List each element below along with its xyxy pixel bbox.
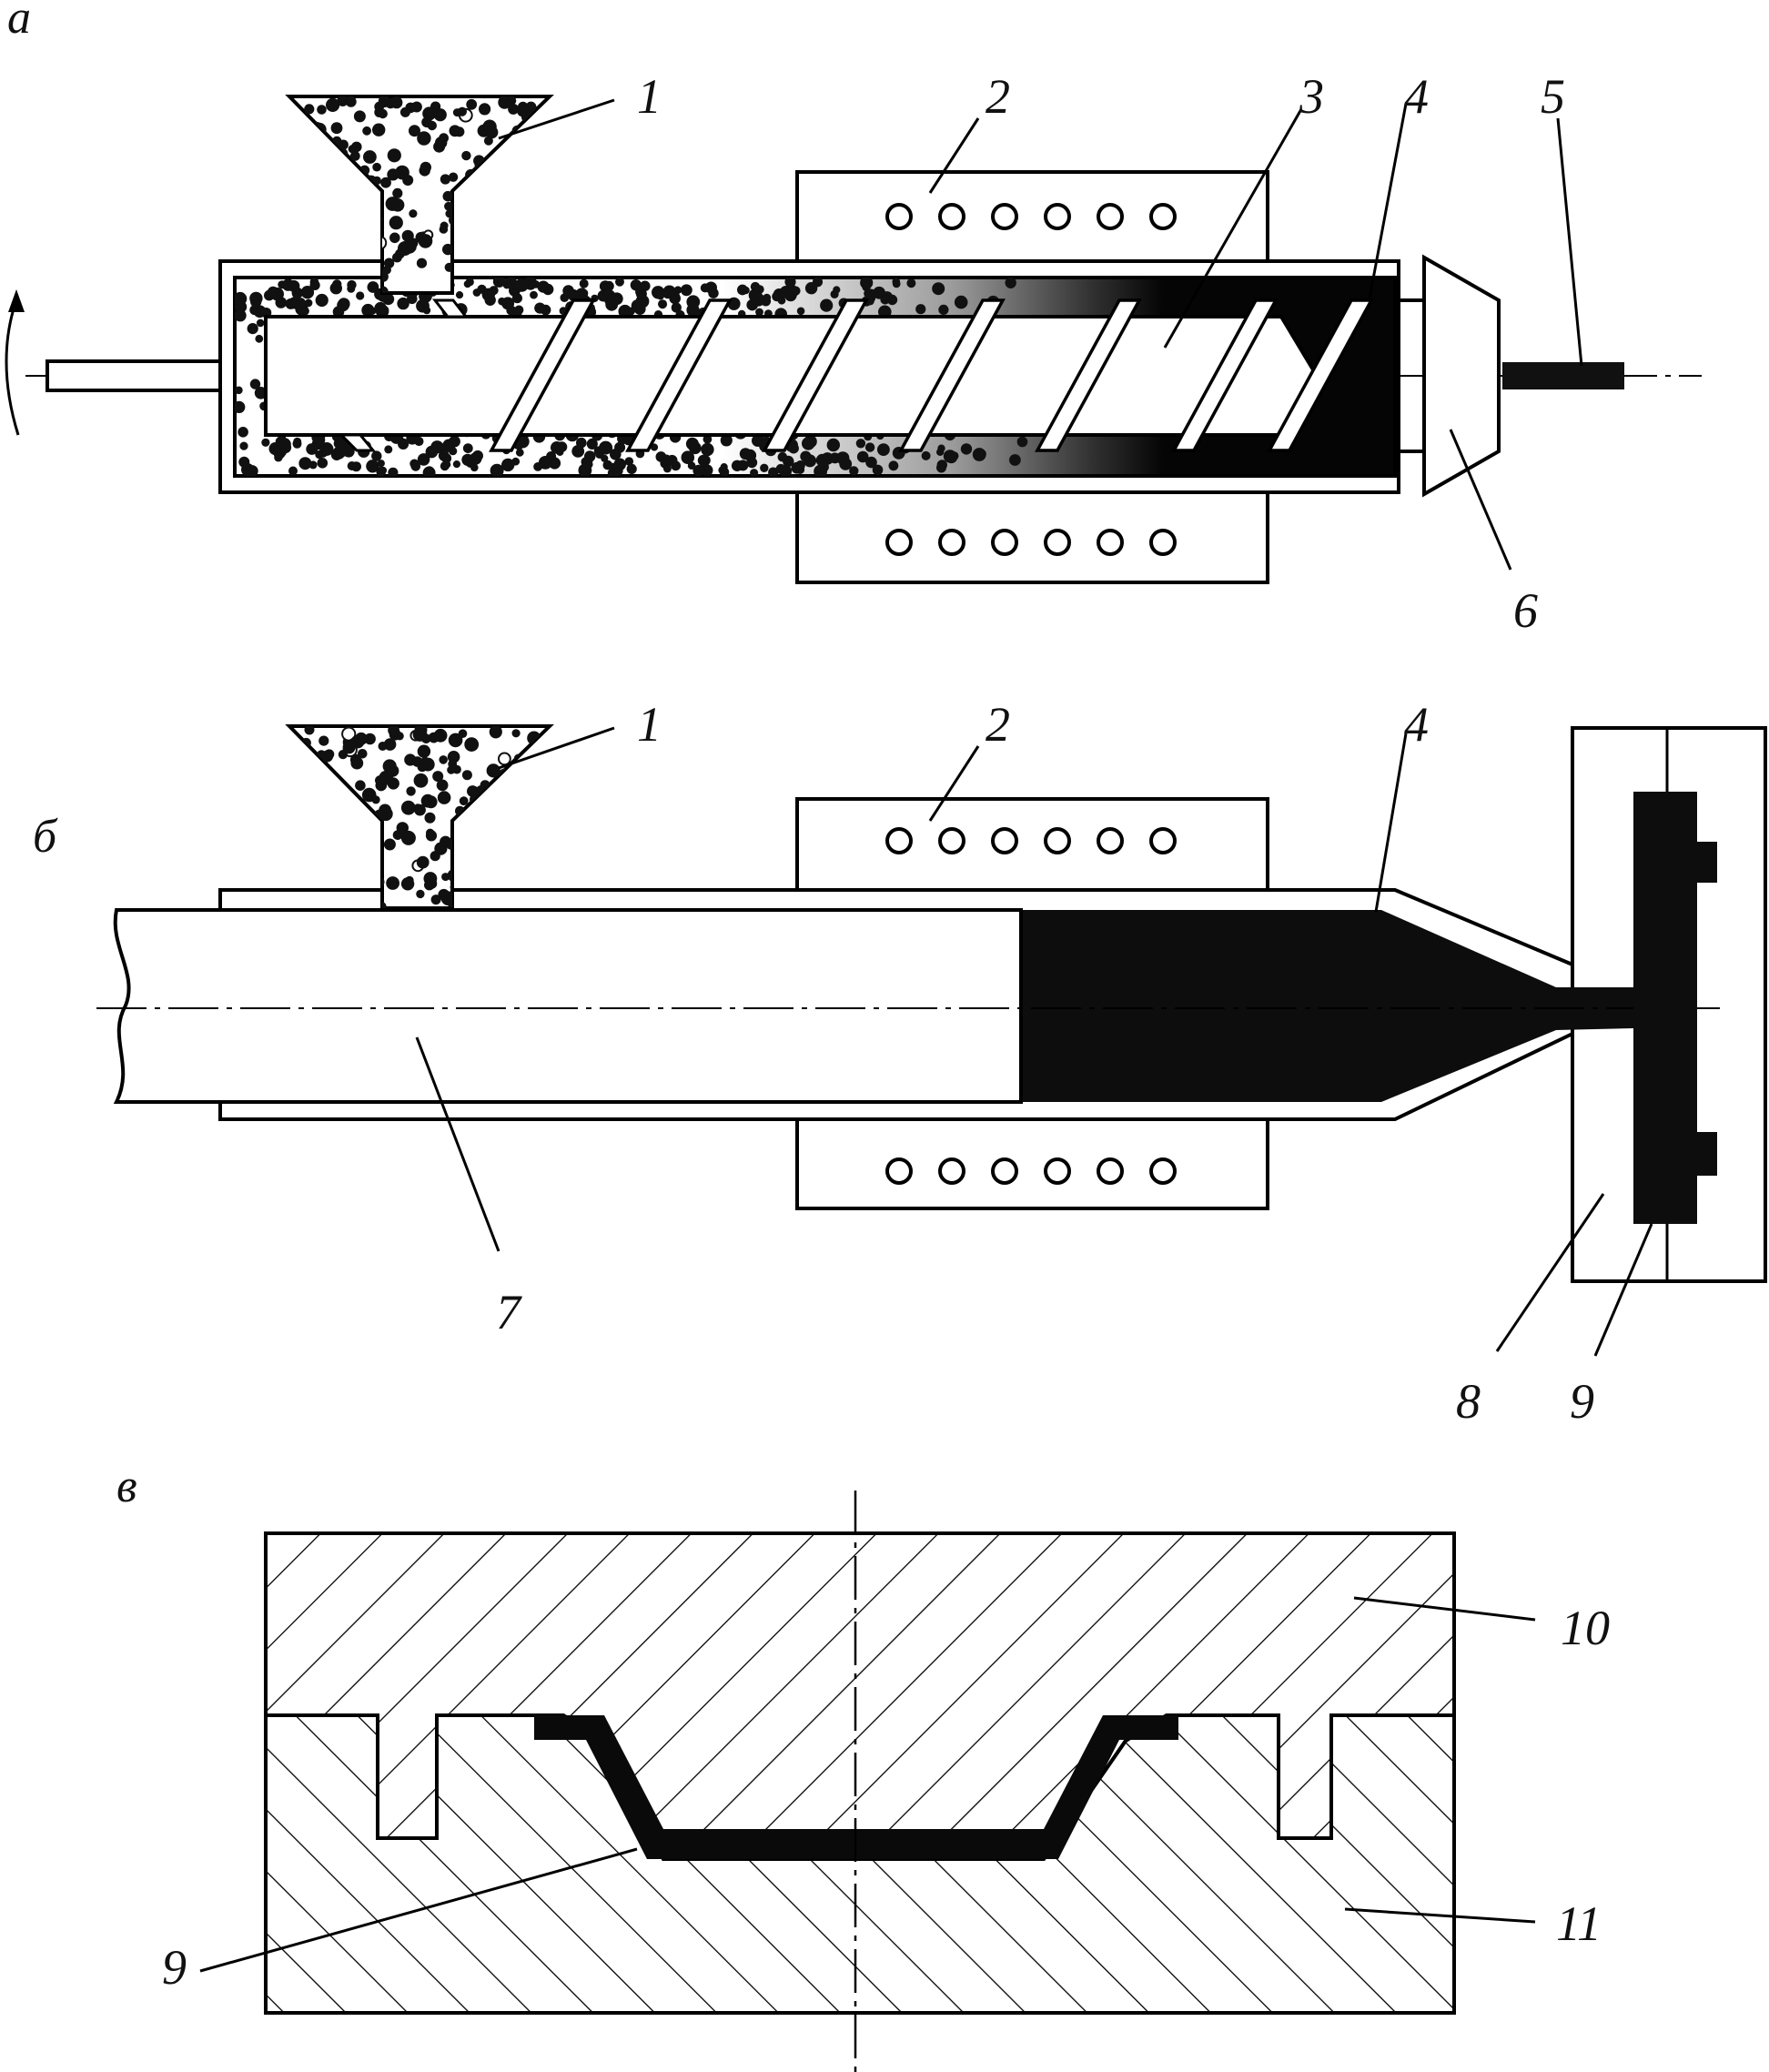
callouts-b: 1 2 4 7 8 9 [496,697,1594,1429]
callout-a-6: 6 [1513,583,1538,638]
callout-b-9: 9 [1570,1374,1594,1429]
screw-flight [762,298,869,452]
callout-b-4: 4 [1404,697,1429,752]
screw-flight [898,298,1006,452]
panel-a-label: а [7,0,31,44]
heater-top-a [795,170,1269,263]
heater-coil [1044,1157,1071,1185]
heater-coil [938,1157,965,1185]
heater-bottom-a [795,490,1269,584]
callout-c-10: 10 [1561,1601,1610,1655]
heater-coil [1044,827,1071,854]
heater-coil [991,827,1018,854]
heater-coil [1097,827,1124,854]
screw-flight [489,298,596,452]
heater-coil [938,529,965,556]
heater-top-b [795,797,1269,892]
molded-part [1633,792,1717,1224]
panel-a-screw-plasticizing: а [5,0,1702,638]
heater-coil [1097,1157,1124,1185]
panel-c-mold-section: в 10 11 9 [116,1461,1610,2072]
leader-lines-a [498,98,1583,571]
callout-a-3: 3 [1299,69,1324,124]
screw-flight [625,298,733,452]
callout-c-11: 11 [1556,1896,1602,1951]
leader-lines-b [415,726,1653,1357]
leader-lines-c [199,1596,1536,1973]
heater-coil [991,529,1018,556]
heater-coil [885,1157,913,1185]
heater-coil [1044,529,1071,556]
heater-coil [885,203,913,230]
panel-b-label: б [33,811,58,863]
screw-flight [1171,298,1279,452]
callout-c-9: 9 [162,1940,187,1995]
callout-b-8: 8 [1456,1374,1481,1429]
callouts-a: 1 2 3 4 5 6 [637,69,1565,638]
heater-coil [1149,529,1177,556]
callout-b-2: 2 [986,697,1010,752]
heater-coil [1149,1157,1177,1185]
hopper-b [285,724,554,910]
heater-bottom-b [795,1117,1269,1210]
heater-a [795,170,1269,584]
mold-bottom-half [264,1713,1456,2015]
heater-coil [1149,827,1177,854]
plunger [113,908,1023,1104]
screw-flights [338,298,1374,452]
screw-flight [1267,298,1374,452]
panel-b-injection: б [33,697,1767,1429]
callout-a-4: 4 [1404,69,1429,124]
callout-a-2: 2 [986,69,1010,124]
callout-b-1: 1 [637,697,662,752]
heater-coil [1149,203,1177,230]
push-rod [1502,362,1624,389]
callouts-c: 10 11 9 [162,1601,1610,1995]
callout-a-1: 1 [637,69,662,124]
callout-b-7: 7 [496,1285,522,1339]
heater-coil [1097,203,1124,230]
panel-c-label: в [116,1461,137,1512]
heater-coil [938,203,965,230]
heater-coil [991,1157,1018,1185]
rotation-arrow [5,289,25,436]
heater-coil [885,827,913,854]
heater-b [795,797,1269,1210]
heater-coil [1044,203,1071,230]
heater-coil [885,529,913,556]
heater-coil [1097,529,1124,556]
heater-coil [938,827,965,854]
callout-a-5: 5 [1541,69,1565,124]
melt-b [1021,910,1633,1102]
screw-flight [1035,298,1142,452]
heater-coil [991,203,1018,230]
nozzle-a [1399,254,1501,498]
